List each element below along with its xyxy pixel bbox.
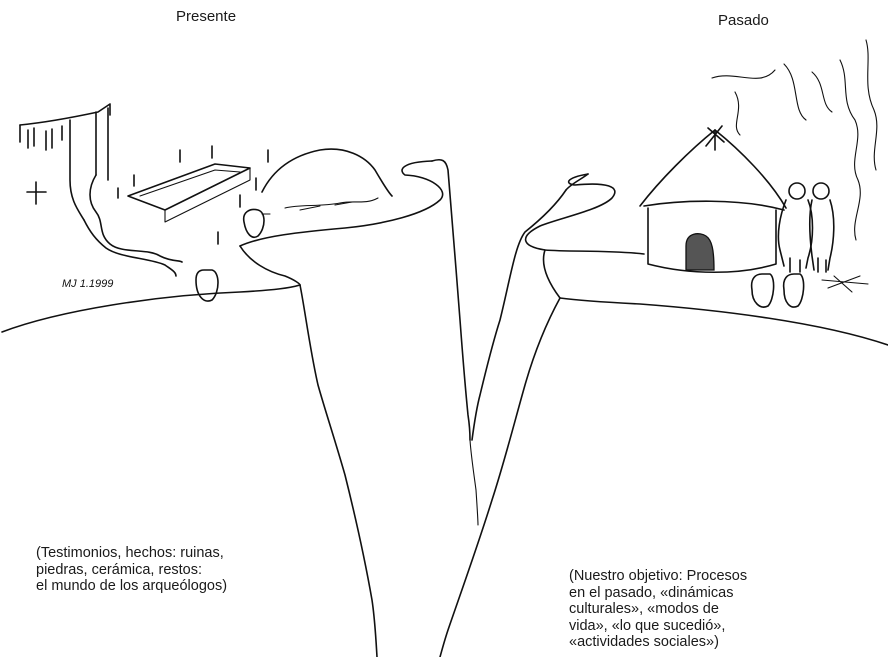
present-caption: (Testimonios, hechos: ruinas, piedras, c… bbox=[36, 545, 336, 595]
past-caption: (Nuestro objetivo: Procesos en el pasado… bbox=[569, 568, 869, 651]
past-heading: Pasado bbox=[718, 12, 769, 29]
round-hut bbox=[640, 126, 786, 272]
earth-mound bbox=[262, 149, 392, 210]
right-pottery bbox=[752, 274, 804, 307]
present-heading: Presente bbox=[176, 8, 236, 25]
artist-signature: MJ 1.1999 bbox=[62, 278, 113, 290]
left-pottery bbox=[196, 210, 270, 302]
smoke-fire bbox=[712, 40, 877, 292]
two-figures bbox=[778, 183, 833, 272]
